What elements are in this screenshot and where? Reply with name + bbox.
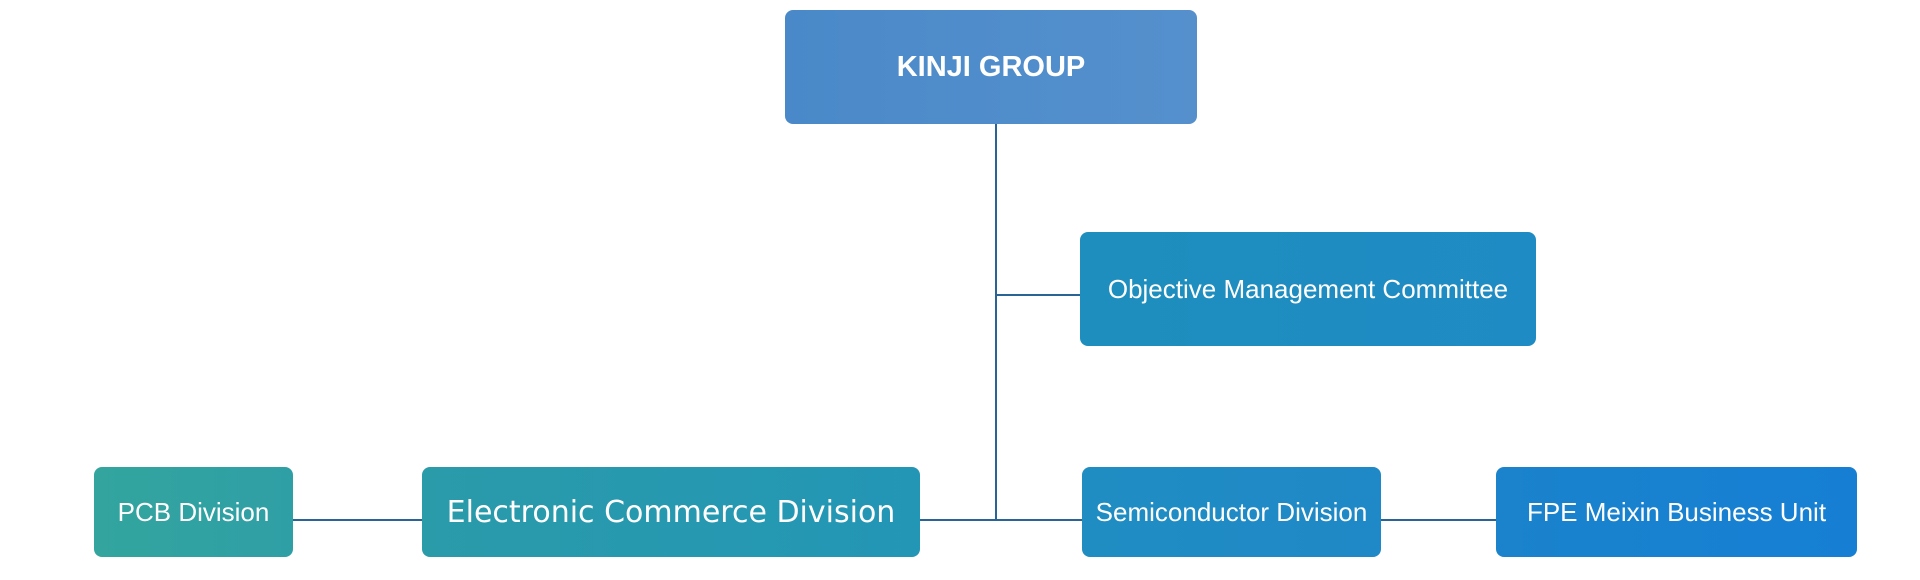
semiconductor-division-node: Semiconductor Division bbox=[1082, 467, 1381, 557]
pcb-division-label: PCB Division bbox=[117, 496, 270, 527]
semiconductor-division-label: Semiconductor Division bbox=[1095, 496, 1368, 527]
root-node-kinji-group: KINJI GROUP bbox=[785, 10, 1197, 124]
electronic-commerce-division-label: Electronic Commerce Division bbox=[446, 494, 896, 530]
pcb-division-node: PCB Division bbox=[94, 467, 293, 557]
fpe-meixin-business-unit-node: FPE Meixin Business Unit bbox=[1496, 467, 1857, 557]
electronic-commerce-division-node: Electronic Commerce Division bbox=[422, 467, 920, 557]
root-node-label: KINJI GROUP bbox=[896, 50, 1086, 83]
objective-management-committee-label: Objective Management Committee bbox=[1107, 273, 1509, 304]
fpe-meixin-business-unit-label: FPE Meixin Business Unit bbox=[1526, 496, 1827, 527]
objective-management-committee-node: Objective Management Committee bbox=[1080, 232, 1536, 346]
